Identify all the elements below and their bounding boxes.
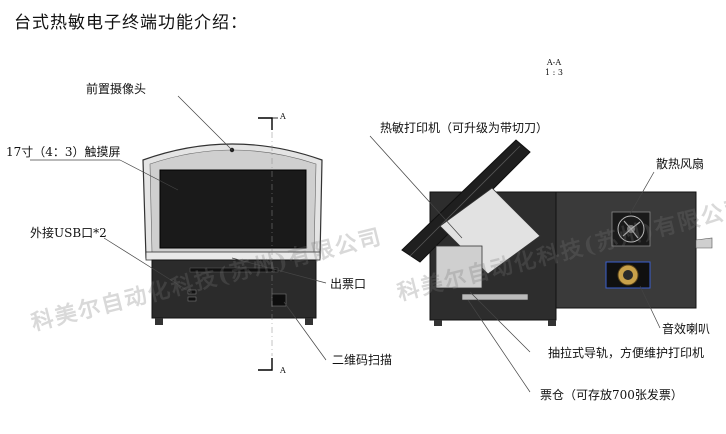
front-screen	[159, 169, 307, 249]
section-marker-top: A	[280, 112, 286, 121]
section-scale: 1 : 3	[545, 68, 563, 77]
side-door	[555, 191, 697, 309]
label-thermal-printer: 热敏打印机（可升级为带切刀）	[380, 121, 549, 135]
label-drawer-rail: 抽拉式导轨，方便维护打印机	[548, 346, 705, 360]
qr-scanner-icon	[271, 293, 287, 307]
label-speaker: 音效喇叭	[662, 322, 711, 336]
label-usb: 外接USB口*2	[30, 226, 107, 240]
page-title: 台式热敏电子终端功能介绍：	[14, 13, 248, 33]
label-ticket-bin: 票仓（可存放700张发票）	[540, 388, 683, 402]
section-marker-bottom: A	[280, 366, 286, 375]
label-ticket-outlet: 出票口	[330, 277, 367, 291]
label-front-camera: 前置摄像头	[86, 82, 147, 96]
drawer-rail	[461, 293, 529, 301]
usb-port-icon	[187, 289, 197, 295]
section-name: A-A	[546, 58, 562, 67]
label-qr-scanner: 二维码扫描	[332, 353, 393, 367]
label-cooling-fan: 散热风扇	[656, 157, 705, 171]
label-touchscreen: 17寸（4：3）触摸屏	[6, 145, 121, 159]
